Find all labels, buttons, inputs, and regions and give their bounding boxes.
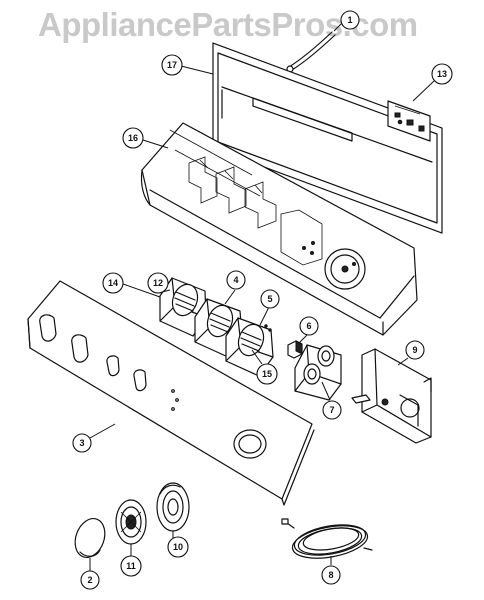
callout-3: 3 (72, 433, 92, 453)
part-16-console (140, 122, 418, 336)
callout-9: 9 (405, 340, 425, 360)
svg-text:9: 9 (412, 345, 417, 355)
callout-1: 1 (340, 10, 360, 30)
part-10-knob (156, 482, 190, 532)
svg-text:4: 4 (233, 275, 238, 285)
part-2-knob-cap (74, 518, 106, 558)
svg-text:12: 12 (153, 278, 163, 288)
part-5-switch-right (225, 317, 274, 377)
svg-text:8: 8 (328, 570, 333, 580)
part-11-knob-skirt (115, 499, 147, 545)
callout-2: 2 (80, 570, 100, 590)
part-13-control-board (387, 100, 431, 142)
svg-text:1: 1 (347, 15, 352, 25)
callout-4: 4 (226, 270, 246, 290)
svg-text:3: 3 (79, 438, 84, 448)
svg-text:17: 17 (167, 60, 177, 70)
svg-text:15: 15 (262, 369, 272, 379)
part-1-harness-tube (286, 31, 336, 73)
leader-lines (89, 21, 435, 571)
svg-text:13: 13 (437, 69, 447, 79)
callout-16: 16 (122, 127, 144, 149)
part-3-control-panel-front (27, 280, 315, 506)
callout-7: 7 (322, 400, 342, 420)
svg-text:10: 10 (173, 542, 183, 552)
callout-15: 15 (256, 363, 278, 385)
part-9-timer (351, 348, 432, 444)
callout-12: 12 (147, 272, 169, 294)
callout-6: 6 (299, 316, 319, 336)
callout-17: 17 (161, 54, 183, 76)
part-17-control-panel-rear (212, 42, 443, 234)
callout-11: 11 (120, 555, 142, 577)
callout-5: 5 (260, 289, 280, 309)
part-7-selector-switch (294, 344, 342, 401)
svg-text:7: 7 (329, 405, 334, 415)
callout-13: 13 (431, 63, 453, 85)
svg-text:11: 11 (126, 561, 136, 571)
svg-text:5: 5 (267, 294, 272, 304)
svg-text:16: 16 (128, 133, 138, 143)
svg-text:2: 2 (87, 575, 92, 585)
svg-text:6: 6 (306, 321, 311, 331)
part-6-small-clip (287, 340, 303, 359)
callout-8: 8 (321, 565, 341, 585)
svg-text:14: 14 (108, 278, 118, 288)
callout-14: 14 (102, 272, 124, 294)
callout-10: 10 (167, 536, 189, 558)
part-8-wire-harness (281, 518, 373, 559)
